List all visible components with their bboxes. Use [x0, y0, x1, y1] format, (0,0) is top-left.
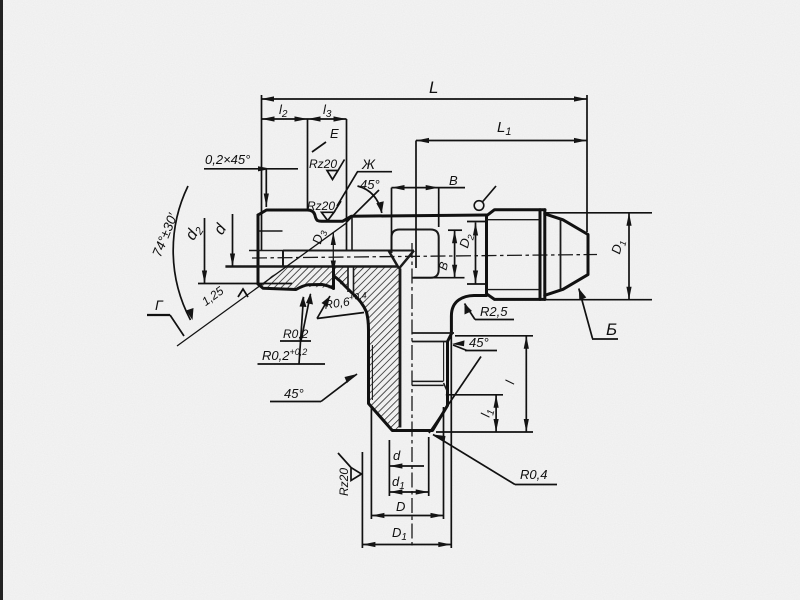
svg-text:В: В	[436, 260, 452, 271]
svg-text:45°: 45°	[284, 386, 304, 401]
svg-text:45°: 45°	[360, 177, 380, 192]
svg-text:0,2×45°: 0,2×45°	[205, 152, 250, 167]
svg-text:E: E	[330, 126, 339, 141]
svg-text:45°: 45°	[469, 335, 489, 350]
svg-text:l2: l2	[279, 102, 288, 120]
svg-text:R0,2: R0,2	[283, 327, 309, 341]
svg-text:Ж: Ж	[361, 156, 376, 172]
svg-text:d: d	[393, 448, 401, 463]
svg-text:Rz20: Rz20	[337, 468, 351, 496]
svg-text:Rz20: Rz20	[307, 199, 335, 213]
svg-text:L: L	[429, 78, 438, 97]
svg-text:Б: Б	[606, 320, 617, 339]
svg-text:R0,4: R0,4	[520, 467, 547, 482]
svg-text:l: l	[502, 378, 518, 386]
svg-text:D: D	[396, 499, 405, 514]
svg-text:R2,5: R2,5	[480, 304, 508, 319]
svg-text:Rz20: Rz20	[309, 157, 337, 171]
svg-text:l3: l3	[323, 102, 332, 120]
svg-text:В: В	[449, 173, 458, 188]
svg-text:Г: Г	[155, 297, 164, 313]
